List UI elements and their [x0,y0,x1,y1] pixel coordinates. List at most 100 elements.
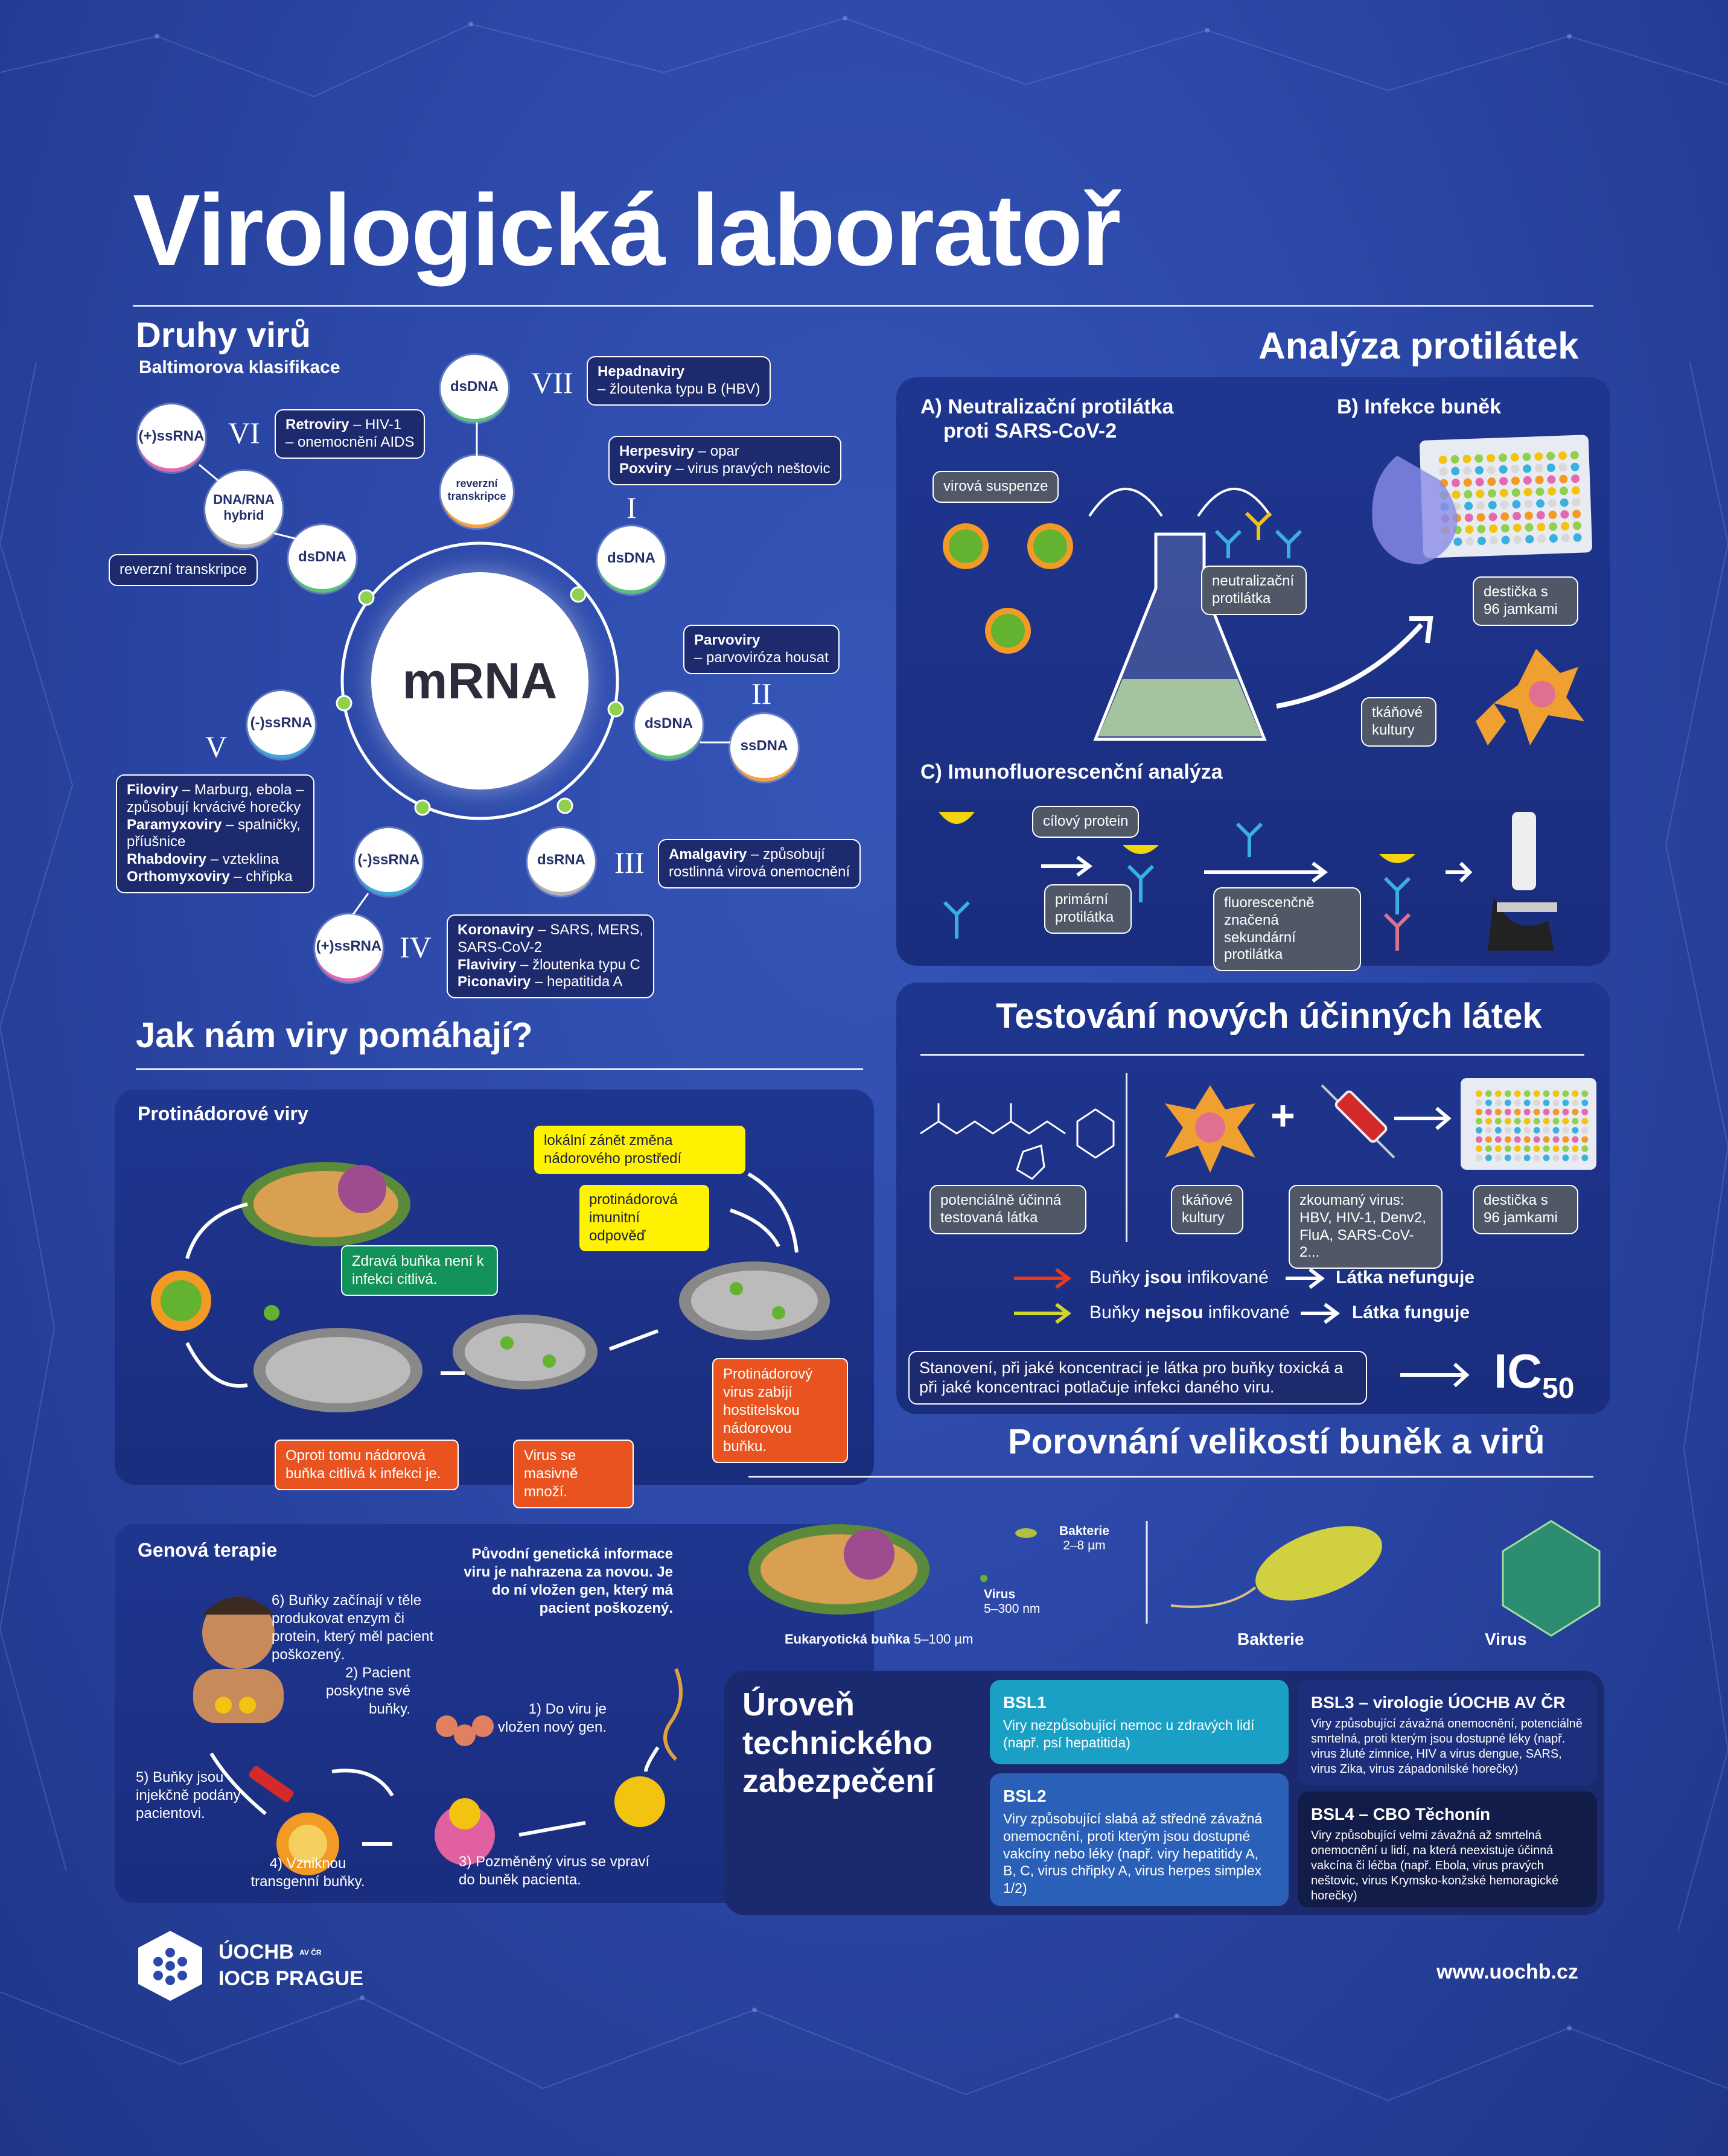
plate-well [1562,1117,1569,1124]
plate-well [1451,467,1460,476]
result-row-1: Buňky jsou infikované [1089,1268,1269,1288]
plate-well [1475,454,1484,463]
plate-well [1524,511,1533,520]
plate-well [1543,1127,1550,1134]
plate-well [1477,537,1486,546]
plate-well [1514,1117,1521,1124]
plate-well [1499,465,1508,474]
plate-well [1552,1108,1560,1115]
plate-well [1464,502,1473,511]
box-v-text-3: příušnice [127,834,186,850]
plate-well [1549,534,1558,543]
box-iv-bold-0: Koronaviry [458,922,534,938]
plate-well [1499,488,1508,497]
footer-url[interactable]: www.uochb.cz [1436,1960,1578,1983]
logo-small: AV ČR [299,1948,322,1957]
plate-well [1581,1154,1589,1161]
plate-well [1552,1127,1560,1134]
plate-well [1543,1145,1550,1152]
r2a: Buňky [1089,1303,1145,1322]
plate-well [1504,1145,1511,1152]
node-minus-ssrna-iv: (-)ssRNA [355,828,422,896]
numeral-vi: VI [228,416,260,450]
plate-well [1581,1117,1589,1124]
plate-well [1581,1127,1589,1134]
testovani-arrow [1394,1106,1452,1131]
s1-text: 1) Do viru je vložen nový gen. [497,1701,607,1735]
bsl4-text: Viry způsobující velmi závažná až smrtel… [1311,1829,1559,1902]
box-v-bold-4: Rhabdoviry [127,851,207,868]
box-ii: Parvoviry – parvoviróza housat [683,625,840,674]
s4-text: 4) Vzniknou transgenní buňky. [250,1855,365,1890]
plate-well [1543,1099,1550,1106]
s5-text: 5) Buňky jsou injekčně podány pacientovi… [136,1769,241,1822]
plate-well [1494,1154,1502,1161]
logo-line-1: ÚOCHB [218,1941,294,1963]
plate-well [1533,1090,1540,1097]
plate-well [1504,1127,1511,1134]
plate-well [1476,501,1485,510]
plate-well [1581,1108,1589,1115]
node-dsdna-vi: dsDNA [289,525,356,593]
plate-well [1552,1136,1560,1143]
iocb-logo-icon [138,1931,202,2001]
numeral-iv: IV [400,930,432,964]
oproti-box: Oproti tomu nádorová buňka citlivá k inf… [275,1440,459,1490]
porovnani-divider [748,1476,1593,1478]
box-v-text-4: – vzteklina [206,851,279,868]
bsl3-title: BSL3 – virologie ÚOCHB AV ČR [1311,1693,1566,1712]
box-vi-text-0: – HIV-1 [349,416,402,433]
suspenze-label: virová suspenze [933,471,1059,503]
plate-well [1485,1099,1492,1106]
box-iv-text-3: – hepatitida A [531,974,623,990]
bakterie-small-size: 2–8 µm [1063,1539,1106,1552]
plate-well [1500,524,1510,533]
plate-well [1533,1108,1540,1115]
bsl1-text: Viry nezpůsobující nemoc u zdravých lidí… [1003,1717,1255,1750]
plate-well [1533,1136,1540,1143]
numeral-vii: VII [531,366,573,400]
plate-well [1439,467,1448,476]
neutral-label: neutralizační protilátka [1201,566,1307,615]
plate-well [1485,1090,1492,1097]
bsl2-title: BSL2 [1003,1787,1047,1805]
plate-well [1523,1108,1531,1115]
plate-well [1511,465,1520,474]
box-vii-text-1: – žloutenka typu B (HBV) [598,380,760,397]
oncolytic-diagram [151,1162,830,1412]
box-iv: Koronaviry – SARS, MERS, SARS-CoV-2 Flav… [447,914,655,999]
plate-well [1504,1099,1511,1106]
plate-well [1570,462,1580,471]
plate-well [1562,1136,1569,1143]
numeral-iii: III [614,846,645,879]
cilovy-label: cílový protein [1032,806,1140,838]
plate-well [1488,500,1497,509]
plate-well [1533,1099,1540,1106]
puvodni-text: Původní genetická informace viru je nahr… [464,1546,673,1616]
bakterie-small-name: Bakterie [1059,1524,1109,1538]
node-plus-ssrna-vi: (+)ssRNA [138,404,205,472]
r2b: nejsou [1144,1303,1204,1322]
box-i: Herpesviry – opar Poxviry – virus pravýc… [608,436,841,485]
plate-well [1534,464,1544,473]
plus-sign: + [1270,1092,1295,1139]
plate-well [1549,522,1558,531]
page-title: Virologická laboratoř [133,173,1121,287]
plate-well [1522,452,1531,461]
testovani-panel: Testování nových účinných látek potenciá… [896,983,1610,1414]
ic-sub: 50 [1542,1373,1575,1405]
plate-well [1494,1145,1502,1152]
box-iii-text-0: – způsobují [747,846,825,863]
plate-well [1572,498,1581,507]
gene-therapy-diagram [193,1596,683,1875]
bsl-heading-2: technického [742,1724,933,1761]
plate-well [1494,1136,1502,1143]
plate-well [1489,524,1498,533]
plate-dots-t [1475,1090,1589,1161]
imunitni-box: protinádorová imunitní odpověď [579,1185,709,1251]
result-row-2: Buňky nejsou infikované [1089,1303,1290,1323]
title-divider [133,305,1593,307]
druhy-subheading: Baltimorova klasifikace [139,357,340,377]
